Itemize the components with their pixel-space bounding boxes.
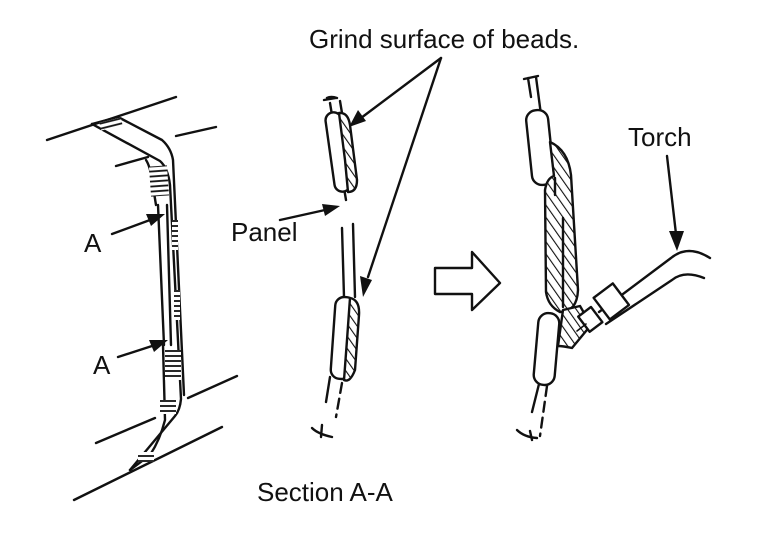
section-break-mark	[310, 423, 334, 439]
section-a-top-label: A	[84, 228, 102, 258]
torch-nozzle-collar	[592, 282, 631, 321]
torch-arrowhead	[669, 231, 684, 251]
weld-bottom-dashed	[538, 384, 549, 438]
weld-break-mark	[515, 428, 539, 442]
panel-edge-line-3	[114, 155, 150, 168]
weld-hatch-1	[148, 165, 170, 197]
section-a-bottom-arrowhead	[149, 340, 168, 352]
flange-inner-edge	[116, 115, 186, 397]
weld-hatch-2	[99, 117, 123, 131]
section-lower-panel-line-2	[351, 222, 357, 299]
section-title: Section A-A	[257, 477, 393, 507]
flange-top-cap	[90, 115, 120, 126]
panel-edge-line-6	[72, 425, 224, 502]
section-bottom-dashed	[334, 381, 344, 419]
weld-bottom-line-1	[530, 382, 541, 414]
step-arrow-icon	[433, 250, 502, 312]
section-a-top-arrow-line	[110, 218, 152, 236]
flange-cut-line-1	[156, 203, 166, 347]
top-bead-hatched	[337, 111, 359, 194]
torch-label: Torch	[628, 122, 692, 152]
panel-label: Panel	[231, 217, 298, 247]
torch-wire	[576, 323, 587, 332]
weld-hatch-6	[160, 400, 176, 414]
weld-hatch-5	[165, 350, 181, 380]
section-lower-panel-line-1	[340, 226, 346, 299]
torch-body-lower	[604, 273, 706, 326]
panel-perspective-view	[45, 95, 239, 502]
grind-arrowhead-2	[360, 276, 372, 297]
torch-arrow-line	[665, 154, 678, 236]
section-view	[278, 56, 443, 439]
bottom-bead-hatched	[342, 296, 361, 382]
section-a-bottom-label: A	[93, 350, 111, 380]
torch-tip	[576, 305, 604, 334]
weld-hatch-4	[174, 290, 180, 320]
grind-arrow-line-2	[366, 56, 443, 279]
grind-surface-label: Grind surface of beads.	[309, 24, 580, 54]
section-bottom-line-1	[324, 375, 332, 404]
weld-view	[515, 74, 712, 442]
panel-arrow-line	[278, 208, 327, 222]
grind-arrow-line-1	[359, 56, 443, 120]
weld-hatch-7	[138, 452, 154, 462]
section-a-bottom-arrow-line	[116, 344, 154, 359]
flange-front-edge-bottom	[128, 343, 167, 472]
grind-arrowhead-1	[349, 110, 366, 127]
panel-edge-line-5	[94, 416, 157, 445]
section-a-top-arrowhead	[146, 214, 165, 226]
panel-edge-line-4	[186, 374, 239, 400]
torch-body-upper	[597, 249, 712, 314]
flange-cut-line-2	[165, 203, 173, 347]
panel-arrowhead	[322, 204, 340, 216]
weld-fill-hatched	[543, 140, 580, 314]
weld-hatch-3	[172, 220, 178, 250]
weld-bottom-bead	[532, 311, 561, 387]
panel-edge-line-2	[174, 125, 218, 138]
